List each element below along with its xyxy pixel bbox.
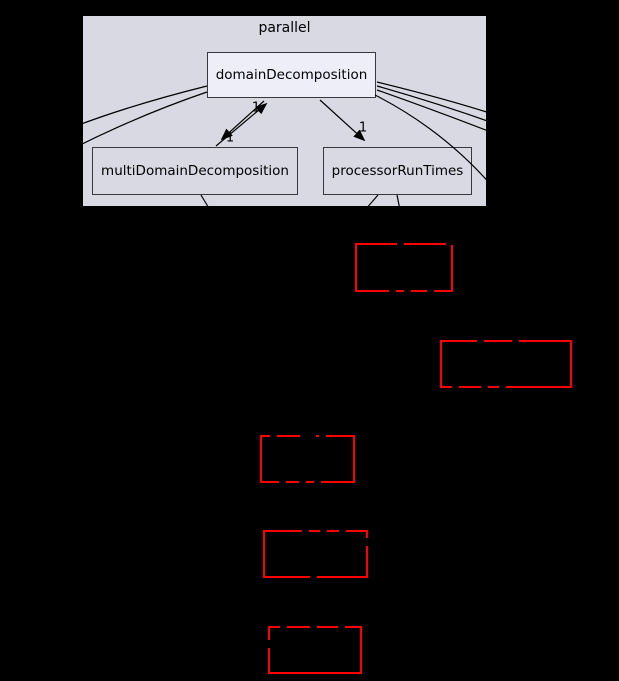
external-node-1[interactable]: [355, 243, 453, 292]
external-node-4[interactable]: [263, 530, 368, 578]
edge-label-3: 1: [358, 120, 368, 136]
edge-label-2: 1: [225, 130, 235, 146]
node-multiDomainDecomposition[interactable]: multiDomainDecomposition: [92, 147, 298, 195]
node-domainDecomposition[interactable]: domainDecomposition: [207, 52, 376, 98]
cluster-label: parallel: [258, 20, 311, 36]
node-processorRunTimes[interactable]: processorRunTimes: [323, 147, 472, 195]
edge-label-1: 1: [251, 100, 261, 116]
node-label: domainDecomposition: [215, 67, 368, 83]
node-label: multiDomainDecomposition: [101, 163, 289, 179]
external-node-2[interactable]: [440, 340, 572, 388]
external-node-3[interactable]: [260, 435, 355, 483]
external-node-5[interactable]: [268, 626, 362, 674]
node-label: processorRunTimes: [331, 163, 464, 179]
